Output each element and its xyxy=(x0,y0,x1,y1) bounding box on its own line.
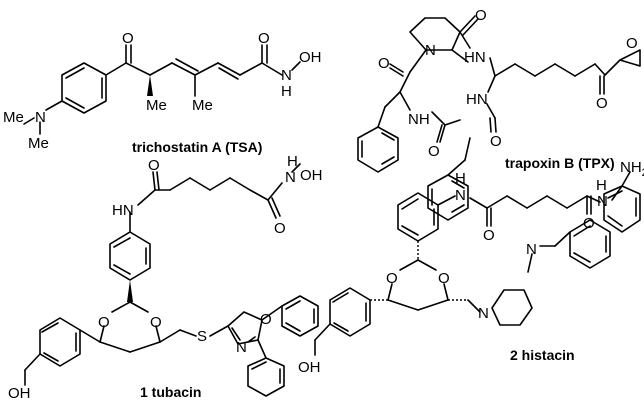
histacin-amide-oxygen-left: O xyxy=(483,227,495,244)
tpx-left-oxygen: O xyxy=(378,55,390,72)
tsa-hydroxamic-nitrogen: N xyxy=(281,67,292,84)
tubacin-hydroxamic-nitrogen: N xyxy=(285,169,296,186)
tpx-epoxide-oxygen: O xyxy=(626,35,638,52)
tsa-n-methyl-2: Me xyxy=(28,135,49,152)
tubacin-amide-oxygen: O xyxy=(148,157,160,174)
tsa-caption: trichostatin A (TSA) xyxy=(132,139,262,155)
tubacin-hydroxamic-oxygen: O xyxy=(274,220,286,237)
tsa-hydroxamic-hydrogen: H xyxy=(281,83,292,100)
tubacin-sulfur: S xyxy=(197,328,207,345)
tubacin-caption: 1 tubacin xyxy=(140,384,201,400)
histacin-dioxane-oxygen-2: O xyxy=(438,270,450,287)
tpx-top-oxygen: O xyxy=(475,7,487,24)
tubacin-benzyl-hydroxyl: OH xyxy=(8,385,31,402)
tpx-bottom-oxygen-2: O xyxy=(490,133,502,150)
trapoxin-b-structure xyxy=(357,15,641,221)
histacin-amide-oxygen-right: O xyxy=(583,215,595,232)
tpx-nh-left: NH xyxy=(408,111,430,128)
tpx-caption: trapoxin B (TPX) xyxy=(505,155,615,171)
histacin-amide-nh-left: H xyxy=(455,170,466,187)
tsa-c-methyl-1: Me xyxy=(146,97,167,114)
tsa-ketone-oxygen: O xyxy=(122,30,134,47)
tubacin-amide-nh: HN xyxy=(112,202,134,219)
tubacin-dioxane-oxygen-2: O xyxy=(150,314,162,331)
histacin-structure xyxy=(314,171,641,356)
tsa-amide-oxygen: O xyxy=(258,30,270,47)
histacin-aniline-nh2: NH2 xyxy=(620,159,644,179)
tubacin-hydroxyl: OH xyxy=(300,167,323,184)
tsa-c-methyl-2: Me xyxy=(192,97,213,114)
tpx-proline-nitrogen: N xyxy=(425,42,436,59)
tpx-hn-right: HN xyxy=(464,49,486,66)
histacin-caption: 2 histacin xyxy=(510,347,575,363)
histacin-piperazine-n-2: N xyxy=(526,241,537,258)
tubacin-structure xyxy=(24,163,319,397)
tsa-amine-nitrogen: N xyxy=(35,109,46,126)
tpx-hn-bottom: HN xyxy=(466,91,488,108)
histacin-piperazine-n-1: N xyxy=(478,305,489,322)
tsa-hydroxyl: OH xyxy=(299,49,322,66)
histacin-amide-n-right: N xyxy=(597,193,608,210)
tubacin-oxazole-oxygen: O xyxy=(260,311,272,328)
tubacin-dioxane-oxygen-1: O xyxy=(98,314,110,331)
tubacin-oxazole-nitrogen: N xyxy=(236,339,247,356)
histacin-benzyl-hydroxyl: OH xyxy=(298,359,321,376)
tpx-ketone-oxygen: O xyxy=(596,95,608,112)
histacin-amide-nh-right: H xyxy=(596,177,607,194)
histacin-dioxane-oxygen-1: O xyxy=(386,270,398,287)
trichostatin-a-structure xyxy=(23,44,301,135)
tsa-n-methyl-1: Me xyxy=(3,109,24,126)
tubacin-hydroxamic-hydrogen: H xyxy=(287,153,298,170)
tpx-bottom-oxygen-1: O xyxy=(428,143,440,160)
histacin-amide-n-left: N xyxy=(455,187,466,204)
